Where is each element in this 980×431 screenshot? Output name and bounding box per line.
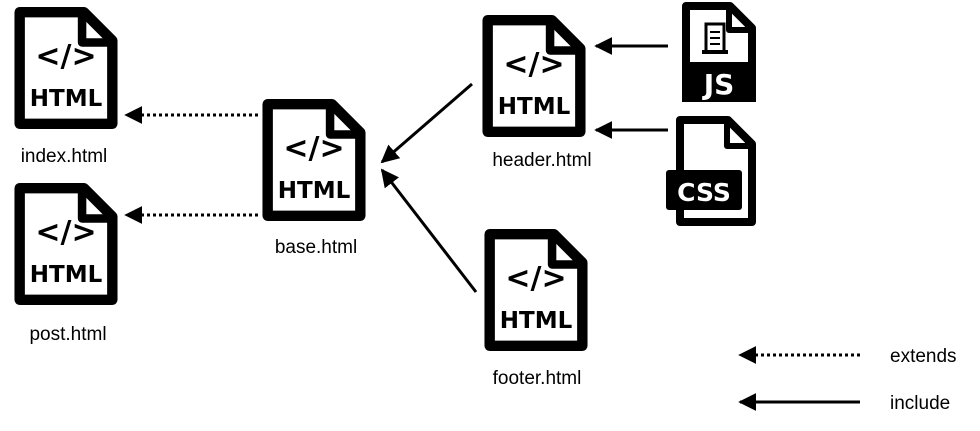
css-file-icon: CSS [666,116,756,226]
code-tag-label: </> [283,131,344,166]
footer-filename: footer.html [493,368,582,389]
index-filename: index.html [21,146,108,167]
base-filename: base.html [275,237,357,258]
base-html-file: </> HTML base.html [268,104,361,258]
header-filename: header.html [492,150,591,171]
post-filename: post.html [29,324,106,345]
css-type-label: CSS [677,178,731,207]
code-tag-label: </> [503,47,564,82]
js-type-label: JS [702,68,735,101]
code-tag-label: </> [35,39,96,74]
legend: extends include [738,346,957,414]
index-html-file: </> HTML index.html [20,12,113,167]
include-arrow-footer [380,168,478,293]
js-file-icon: JS [682,2,756,102]
html-type-label: HTML [500,308,573,334]
html-type-label: HTML [30,86,103,112]
footer-html-file: </> HTML footer.html [490,234,583,389]
scroll-icon [702,22,728,54]
html-type-label: HTML [278,178,351,204]
legend-include-label: include [890,393,950,414]
code-tag-label: </> [505,261,566,296]
js-badge [682,62,756,102]
header-html-file: </> HTML header.html [488,20,592,171]
include-arrow-header [380,82,473,164]
code-tag-label: </> [35,215,96,250]
html-type-label: HTML [498,94,571,120]
post-html-file: </> HTML post.html [20,188,113,345]
legend-extends-label: extends [890,346,957,367]
css-badge [666,170,742,210]
html-type-label: HTML [30,262,103,288]
